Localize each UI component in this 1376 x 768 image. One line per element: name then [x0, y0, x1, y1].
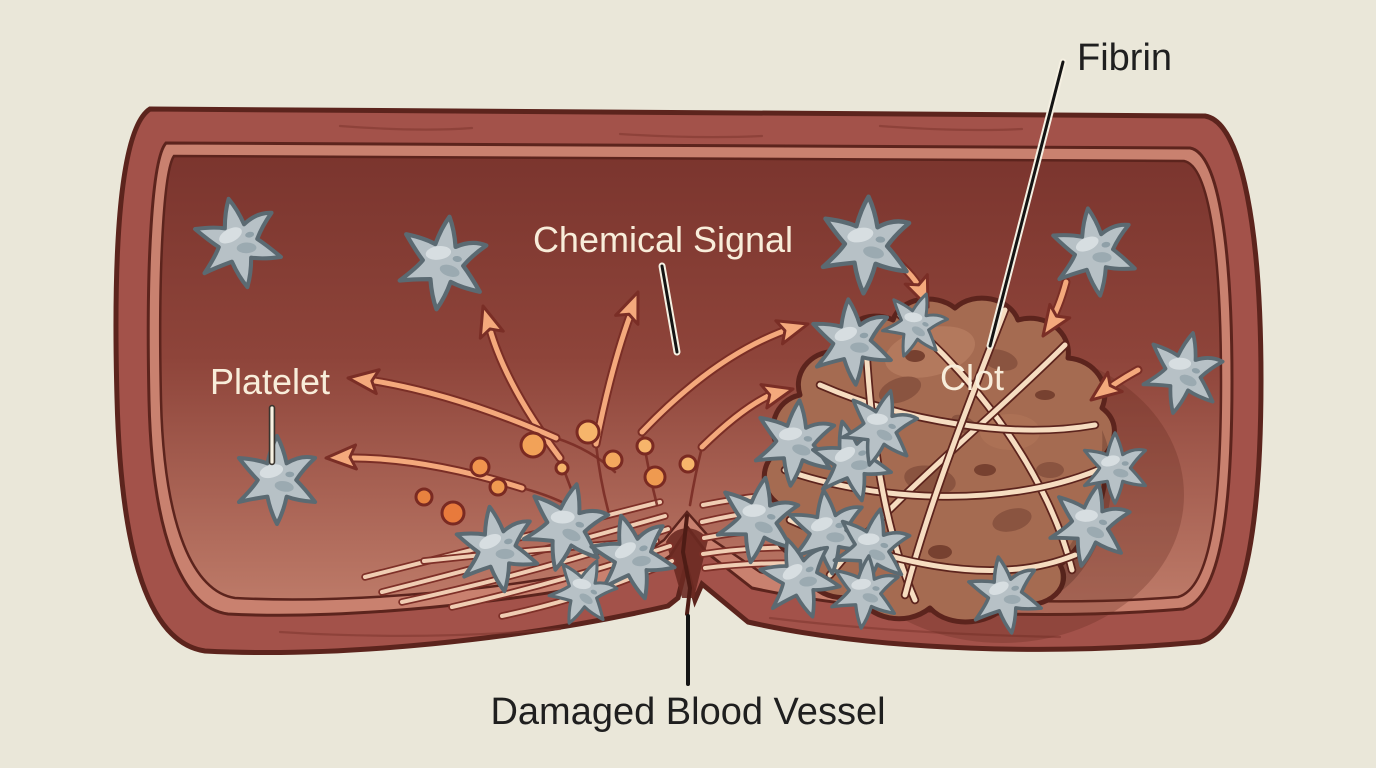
signal-dot: [519, 431, 547, 459]
chemical-signal-leader-line: [658, 262, 681, 356]
damaged-vessel-label: Damaged Blood Vessel: [490, 691, 885, 733]
arrow-right-lower: [697, 383, 795, 452]
chemical-signal-label: Chemical Signal: [533, 219, 793, 260]
fibrin-leader-line: [986, 58, 1067, 350]
chemical-signal-arrows: [324, 252, 1143, 517]
chemical-signal-dots: [414, 419, 698, 526]
arrow-to-clot-top: [1041, 277, 1072, 338]
signal-dot: [414, 487, 434, 507]
vessel-tear-crack: [680, 514, 693, 616]
signal-dot: [643, 465, 667, 489]
signal-dot: [575, 419, 601, 445]
arrow-right-upper: [637, 319, 810, 437]
arrow-up-left: [478, 304, 565, 463]
platelet-label: Platelet: [210, 361, 330, 402]
vessel-wall-streaks: [278, 124, 1062, 639]
arrow-to-clot-right: [1089, 365, 1143, 402]
clot-label: Clot: [940, 357, 1004, 398]
signal-dot: [440, 500, 466, 526]
signal-dot: [469, 456, 491, 478]
signal-dot: [602, 449, 624, 471]
signal-dot: [554, 460, 570, 476]
vessel-tear: [666, 514, 708, 616]
arrow-left-upper: [346, 368, 561, 443]
signal-dot: [488, 477, 508, 497]
leader-lines: [268, 58, 1067, 686]
signal-dot: [635, 436, 655, 456]
arrow-up: [591, 290, 640, 449]
fibrin-label: Fibrin: [1077, 37, 1172, 79]
signal-dot: [678, 454, 698, 474]
